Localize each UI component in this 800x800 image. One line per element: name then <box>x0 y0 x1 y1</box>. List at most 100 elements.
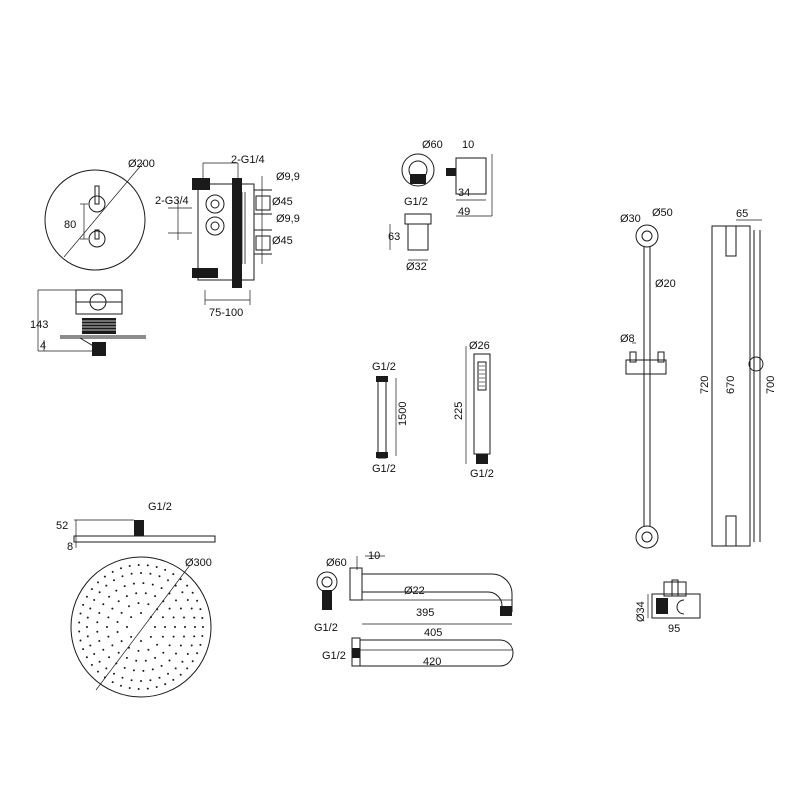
nozzle-hole <box>126 626 128 628</box>
nozzle-hole <box>102 603 105 606</box>
hand-shower-length-label: 225 <box>453 402 465 420</box>
nozzle-hole <box>147 603 150 606</box>
nozzle-hole <box>174 626 176 628</box>
arm-thread-label: G1/2 <box>314 622 338 634</box>
nozzle-hole <box>120 567 122 570</box>
outlet-flange-thickness-label: 10 <box>462 139 474 151</box>
nozzle-hole <box>121 676 124 679</box>
nozzle-hole <box>160 664 163 667</box>
nozzle-hole <box>181 660 184 663</box>
nozzle-hole <box>174 667 177 670</box>
nozzle-hole <box>86 626 88 628</box>
rail-projection-label: 65 <box>736 208 748 220</box>
thermostat-spacing-label: 80 <box>64 219 76 231</box>
nozzle-hole <box>96 621 99 624</box>
nozzle-hole <box>113 579 115 582</box>
outlet-height-label: 63 <box>388 231 400 243</box>
nozzle-hole <box>135 592 138 595</box>
rail-total-height-label: 720 <box>699 376 711 394</box>
nozzle-hole <box>135 659 138 662</box>
rail-length-label: 700 <box>765 376 777 394</box>
hand-shower <box>465 346 491 464</box>
nozzle-hole <box>179 607 182 610</box>
rain-thickness-label: 8 <box>67 541 73 553</box>
nozzle-hole <box>140 612 142 614</box>
thermostat-depth-label: 143 <box>30 319 48 331</box>
holder-diameter-label: Ø34 <box>635 601 647 622</box>
nozzle-hole <box>98 612 101 614</box>
nozzle-hole <box>179 644 182 647</box>
nozzle-hole <box>98 640 101 642</box>
nozzle-hole <box>174 584 177 587</box>
valve-outlet-dia-2-label: Ø9,9 <box>276 213 300 225</box>
nozzle-hole <box>155 566 158 568</box>
nozzle-hole <box>190 607 193 610</box>
hose-length-label: 1500 <box>397 402 409 426</box>
nozzle-hole <box>116 621 119 623</box>
nozzle-hole <box>128 687 131 689</box>
nozzle-hole <box>106 626 108 628</box>
nozzle-hole <box>130 635 133 638</box>
valve-outlet-dia-1-label: Ø9,9 <box>276 171 300 183</box>
nozzle-hole <box>193 616 196 619</box>
nozzle-hole <box>128 646 130 649</box>
nozzle-hole <box>125 595 128 598</box>
nozzle-hole <box>201 617 204 619</box>
nozzle-hole <box>97 581 99 584</box>
nozzle-hole <box>115 662 118 665</box>
nozzle-hole <box>137 602 140 605</box>
nozzle-hole <box>111 570 114 573</box>
slide-rail <box>625 219 764 549</box>
nozzle-hole <box>90 663 93 666</box>
nozzle-hole <box>161 616 164 619</box>
nozzle-hole <box>125 656 128 659</box>
nozzle-hole <box>93 653 96 655</box>
nozzle-hole <box>181 591 184 594</box>
nozzle-hole <box>130 572 133 575</box>
rail-centers-label: 670 <box>725 376 737 394</box>
thermostat-diameter-label: Ø200 <box>128 158 155 170</box>
nozzle-hole <box>202 626 204 628</box>
nozzle-hole <box>196 599 199 602</box>
nozzle-hole <box>162 600 165 603</box>
nozzle-hole <box>130 616 133 619</box>
nozzle-hole <box>123 666 126 669</box>
nozzle-hole <box>85 595 88 598</box>
nozzle-hole <box>97 670 99 673</box>
arm-flange-thickness-label: 10 <box>368 550 380 562</box>
nozzle-hole <box>120 640 123 643</box>
nozzle-hole <box>172 573 175 576</box>
hand-shower-head-dia-label: Ø26 <box>469 340 490 352</box>
nozzle-hole <box>128 605 130 608</box>
nozzle-hole <box>140 572 142 574</box>
nozzle-hole <box>191 660 194 663</box>
nozzle-hole <box>105 667 108 670</box>
outlet-body-dia-label: Ø32 <box>406 261 427 273</box>
nozzle-hole <box>82 648 85 651</box>
nozzle-hole <box>172 635 175 638</box>
valve-side-thread-label: 2-G3/4 <box>155 195 189 207</box>
rain-shower <box>70 519 216 698</box>
nozzle-hole <box>86 616 89 619</box>
rail-knob-dia-label: Ø8 <box>620 333 635 345</box>
nozzle-hole <box>89 607 92 610</box>
nozzle-hole <box>137 564 140 566</box>
shower-holder <box>647 579 701 619</box>
nozzle-hole <box>107 635 110 638</box>
nozzle-hole <box>191 591 194 594</box>
nozzle-hole <box>137 688 140 690</box>
nozzle-hole <box>113 672 115 675</box>
nozzle-hole <box>183 616 185 619</box>
nozzle-hole <box>168 607 171 610</box>
valve-outlet-body-1-label: Ø45 <box>272 196 293 208</box>
wall-outlet <box>389 153 493 261</box>
arm-length-inner-label: 395 <box>416 607 434 619</box>
nozzle-hole <box>144 592 147 595</box>
outlet-thread-label: G1/2 <box>404 196 428 208</box>
valve-body <box>168 162 272 305</box>
straight-arm <box>351 637 514 667</box>
nozzle-hole <box>149 616 152 619</box>
nozzle-hole <box>78 621 81 624</box>
